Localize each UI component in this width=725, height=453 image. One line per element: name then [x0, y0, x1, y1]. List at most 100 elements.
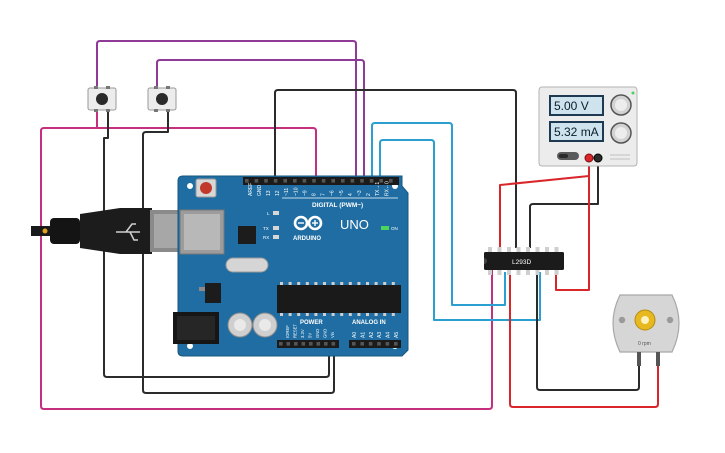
model-label: UNO: [340, 217, 369, 232]
header-hole[interactable]: [360, 342, 364, 346]
header-hole[interactable]: [360, 179, 364, 183]
wire-black-supply-driver[interactable]: [529, 163, 599, 248]
power-header-pins[interactable]: [277, 340, 339, 348]
power-jack[interactable]: [173, 312, 219, 344]
chip-pin: [280, 313, 283, 316]
header-hole[interactable]: [245, 179, 249, 183]
header-hole[interactable]: [352, 342, 356, 346]
header-hole[interactable]: [316, 342, 321, 346]
voltage-knob[interactable]: [610, 94, 632, 116]
led-label-on: ON: [391, 226, 398, 231]
motor-terminal-red[interactable]: [656, 352, 660, 366]
analog-header-label: ANALOG IN: [352, 320, 386, 326]
digital-pin-label: TX→1: [375, 182, 381, 196]
analog-header-pins[interactable]: [349, 340, 401, 348]
header-hole[interactable]: [302, 179, 307, 183]
header-hole[interactable]: [294, 342, 298, 346]
header-hole[interactable]: [312, 179, 316, 183]
digital-pin-label: RX←0: [384, 181, 390, 196]
usb-cable[interactable]: [31, 208, 186, 254]
driver-pin[interactable]: [488, 270, 492, 275]
current-knob[interactable]: [610, 122, 632, 144]
wire-magenta-top[interactable]: [40, 108, 493, 410]
wire-purple-button1[interactable]: [96, 40, 357, 178]
digital-pin-label: ~6: [330, 190, 336, 196]
driver-pin[interactable]: [554, 247, 559, 252]
chip-pin: [288, 313, 292, 316]
wire-purple-button2[interactable]: [156, 59, 365, 178]
header-hole[interactable]: [369, 179, 374, 183]
header-hole[interactable]: [321, 179, 326, 183]
driver-pin[interactable]: [507, 270, 511, 275]
terminal-negative[interactable]: [593, 153, 603, 163]
header-hole[interactable]: [283, 179, 287, 183]
driver-pin[interactable]: [526, 247, 530, 252]
header-hole[interactable]: [350, 179, 355, 183]
header-hole[interactable]: [309, 342, 313, 346]
driver-pin[interactable]: [545, 247, 549, 252]
header-hole[interactable]: [324, 342, 328, 346]
driver-pin[interactable]: [497, 247, 502, 252]
header-hole[interactable]: [331, 342, 336, 346]
header-hole[interactable]: [273, 179, 278, 183]
header-hole[interactable]: [389, 179, 393, 183]
driver-pin[interactable]: [516, 270, 521, 275]
chip-pin: [348, 313, 352, 316]
driver-pin[interactable]: [507, 247, 511, 252]
power-pin-label: 5V: [308, 333, 313, 338]
header-hole[interactable]: [264, 179, 268, 183]
wire-black-button2[interactable]: [142, 108, 335, 394]
wire-red-supply-left[interactable]: [499, 163, 590, 248]
motor-terminal-black[interactable]: [637, 352, 641, 366]
wire-magenta-pin9[interactable]: [97, 127, 317, 178]
driver-pin[interactable]: [488, 247, 492, 252]
header-hole[interactable]: [293, 179, 297, 183]
driver-pin[interactable]: [545, 270, 549, 275]
driver-pin[interactable]: [554, 270, 559, 275]
digital-header-label: DIGITAL (PWM~): [312, 202, 363, 209]
motor-driver-ic[interactable]: L293D: [484, 247, 564, 275]
header-hole[interactable]: [279, 342, 283, 346]
chip-pin: [374, 313, 378, 316]
driver-pin[interactable]: [497, 270, 502, 275]
header-hole[interactable]: [301, 342, 306, 346]
header-hole[interactable]: [341, 179, 345, 183]
chip-pin: [314, 313, 318, 316]
header-hole[interactable]: [385, 342, 390, 346]
push-button-2[interactable]: [147, 86, 177, 112]
wire-red-supply-right[interactable]: [555, 163, 590, 291]
power-supply[interactable]: 5.00 V 5.32 mA: [538, 86, 638, 167]
header-hole[interactable]: [377, 342, 381, 346]
header-hole[interactable]: [286, 342, 291, 346]
digital-pin-label: ~11: [284, 188, 290, 196]
reset-button[interactable]: [195, 178, 217, 198]
wire-black-motor[interactable]: [536, 272, 640, 391]
wire-blue-pin3[interactable]: [371, 122, 506, 306]
header-hole[interactable]: [368, 342, 373, 346]
driver-label: L293D: [512, 259, 531, 266]
motor-speed-label: 0 rpm: [638, 341, 651, 347]
driver-pin[interactable]: [526, 270, 530, 275]
header-hole[interactable]: [394, 342, 398, 346]
header-hole[interactable]: [379, 179, 383, 183]
digital-header[interactable]: [243, 177, 399, 185]
header-hole[interactable]: [254, 179, 259, 183]
push-button-1[interactable]: [87, 86, 117, 112]
wire-black-button1[interactable]: [103, 108, 330, 378]
driver-pin[interactable]: [535, 270, 540, 275]
wire-black-gnd-driver[interactable]: [274, 89, 517, 248]
driver-pin[interactable]: [535, 247, 540, 252]
terminal-positive[interactable]: [584, 153, 594, 163]
current-readout: 5.32 mA: [554, 125, 599, 139]
brand-label: ARDUINO: [293, 236, 321, 242]
dc-motor[interactable]: 0 rpm: [612, 294, 680, 366]
wire-red-motor[interactable]: [509, 272, 659, 408]
led-on: [381, 226, 389, 230]
driver-pin[interactable]: [516, 247, 521, 252]
led-l: [273, 211, 279, 215]
wire-blue-pin2[interactable]: [379, 139, 541, 321]
header-hole[interactable]: [331, 179, 335, 183]
chip-pin: [366, 313, 369, 316]
analog-pin-label: A5: [394, 332, 400, 338]
